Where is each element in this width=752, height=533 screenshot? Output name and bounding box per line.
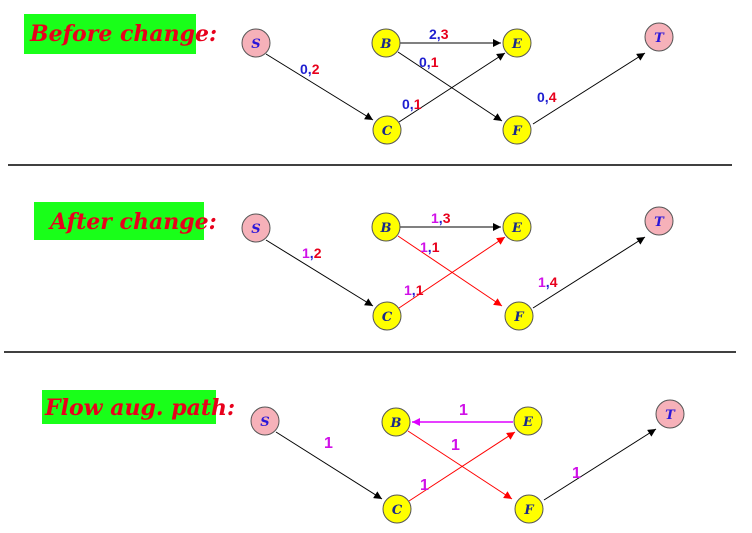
node-s: S xyxy=(241,213,271,243)
panel-title: Flow aug. path: xyxy=(44,395,235,421)
panel-before-change: Before change: 0,2 2,3 0,1 0,1 0,4 S B E… xyxy=(24,14,674,145)
edge-label-b-f: 1,1 xyxy=(420,239,440,255)
node-b: B xyxy=(381,407,411,437)
edge-label-c-e: 0,1 xyxy=(402,96,422,112)
svg-text:C: C xyxy=(392,503,403,518)
svg-text:S: S xyxy=(260,415,269,430)
svg-text:B: B xyxy=(390,416,402,431)
node-f: F xyxy=(504,301,534,331)
edge-c-e xyxy=(398,52,506,123)
node-s: S xyxy=(241,28,271,58)
node-c: C xyxy=(372,115,402,145)
edge-label-f-t: 0,4 xyxy=(537,89,557,105)
svg-text:B: B xyxy=(380,221,392,236)
node-c: C xyxy=(382,494,412,524)
svg-text:F: F xyxy=(523,503,534,518)
edge-c-e xyxy=(398,236,506,309)
edge-label-c-e: 1,1 xyxy=(404,282,424,298)
panel-title-box xyxy=(42,390,216,424)
panel-after-change: After change: 1,2 1,3 1,1 1,1 1,4 S B E … xyxy=(34,202,674,331)
edge-label-b-f: 1 xyxy=(451,437,460,454)
panel-title-box xyxy=(24,14,196,54)
edge-b-f xyxy=(397,235,503,307)
svg-text:T: T xyxy=(654,215,665,230)
svg-text:E: E xyxy=(522,415,534,430)
panel-title-box xyxy=(34,202,204,240)
svg-text:S: S xyxy=(251,222,260,237)
node-e: E xyxy=(513,406,543,436)
svg-text:C: C xyxy=(382,124,393,139)
edge-label-c-e: 1 xyxy=(420,477,429,494)
svg-text:B: B xyxy=(380,37,392,52)
edge-label-f-t: 1 xyxy=(572,465,581,482)
edge-f-t xyxy=(543,428,657,501)
edge-s-c xyxy=(275,431,383,500)
panel-title: After change: xyxy=(48,209,217,235)
edge-label-b-e: 2,3 xyxy=(429,26,449,42)
node-s: S xyxy=(250,406,280,436)
node-f: F xyxy=(502,115,532,145)
edge-f-t xyxy=(532,236,646,309)
edge-label-e-b: 1 xyxy=(459,402,468,419)
node-b: B xyxy=(371,212,401,242)
node-e: E xyxy=(502,28,532,58)
svg-text:C: C xyxy=(382,310,393,325)
edge-f-t xyxy=(532,52,646,125)
svg-text:E: E xyxy=(511,37,523,52)
edge-label-f-t: 1,4 xyxy=(538,274,558,290)
node-t: T xyxy=(644,206,674,236)
svg-text:T: T xyxy=(654,31,665,46)
svg-text:F: F xyxy=(511,124,522,139)
panel-flow-aug-path: Flow aug. path: 1 1 1 1 1 S B E T C F xyxy=(42,390,685,524)
edge-c-e xyxy=(408,431,516,502)
node-c: C xyxy=(372,301,402,331)
edge-label-b-e: 1,3 xyxy=(431,210,451,226)
panel-title: Before change: xyxy=(29,21,217,47)
edge-s-c xyxy=(265,53,374,121)
edge-label-b-f: 0,1 xyxy=(419,54,439,70)
svg-text:F: F xyxy=(513,310,524,325)
node-b: B xyxy=(371,28,401,58)
edge-label-s-c: 1,2 xyxy=(302,245,322,261)
edge-s-c xyxy=(265,239,374,307)
svg-text:E: E xyxy=(511,221,523,236)
edge-label-s-c: 1 xyxy=(324,435,333,452)
svg-text:T: T xyxy=(665,408,676,423)
edge-b-f xyxy=(407,430,513,500)
edge-label-s-c: 0,2 xyxy=(300,61,320,77)
svg-text:S: S xyxy=(251,37,260,52)
node-t: T xyxy=(644,22,674,52)
node-e: E xyxy=(502,212,532,242)
edge-b-f xyxy=(397,51,503,122)
node-t: T xyxy=(655,399,685,429)
node-f: F xyxy=(514,494,544,524)
